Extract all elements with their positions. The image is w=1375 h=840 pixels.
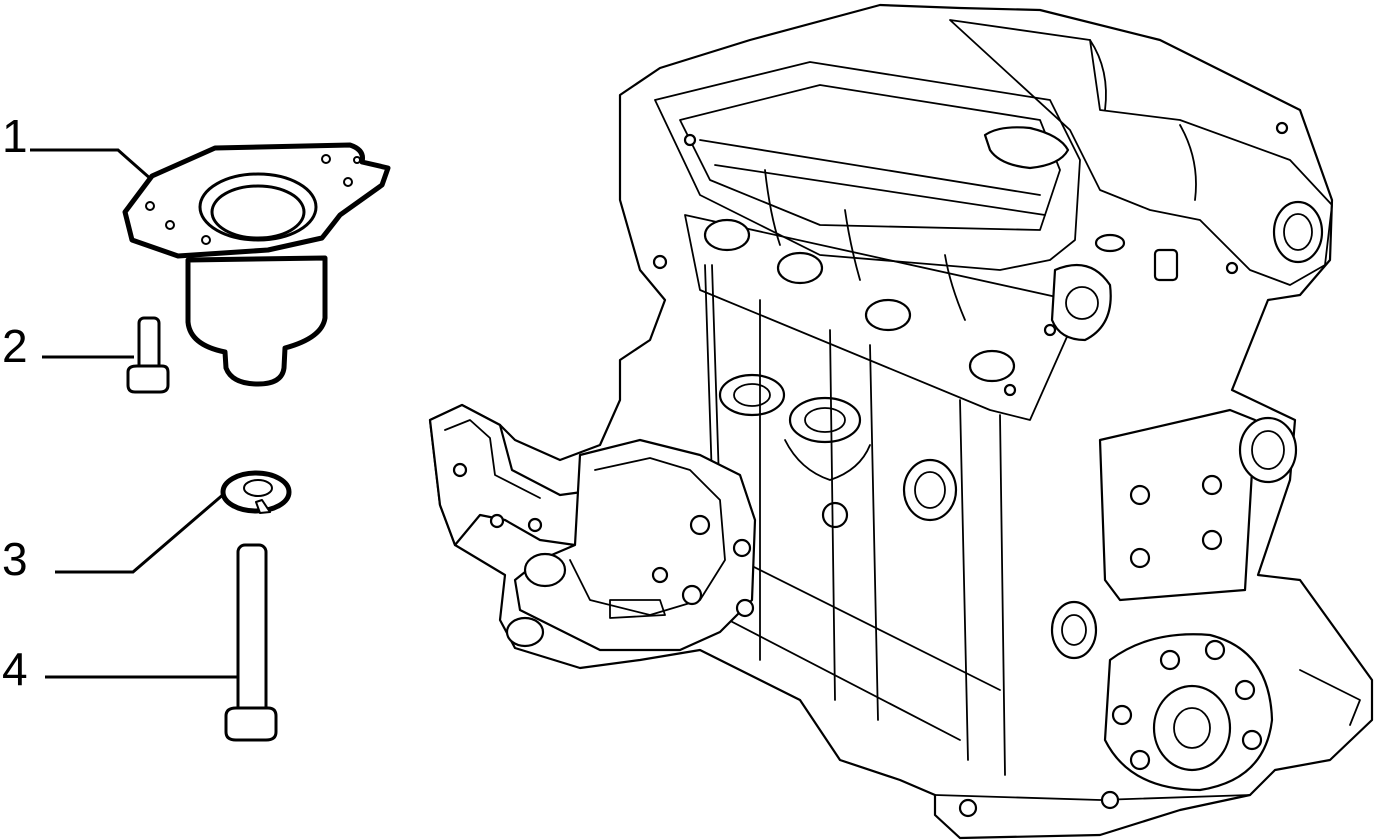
callout-2: 2 [2, 320, 134, 372]
engine-block-icon [428, 3, 1374, 840]
leader-line-3 [55, 491, 226, 574]
callout-number-1: 1 [2, 110, 28, 162]
leader-line-1 [30, 148, 153, 182]
callout-number-4: 4 [2, 643, 28, 695]
callout-number-2: 2 [2, 320, 28, 372]
bolt-icon [126, 316, 170, 394]
washer-icon [220, 470, 292, 514]
mount-bracket-icon [122, 142, 391, 387]
callout-4: 4 [2, 643, 238, 695]
callout-1: 1 [2, 110, 153, 182]
callout-number-3: 3 [2, 533, 28, 585]
long-bolt-icon [224, 543, 278, 742]
callout-3: 3 [2, 491, 226, 585]
